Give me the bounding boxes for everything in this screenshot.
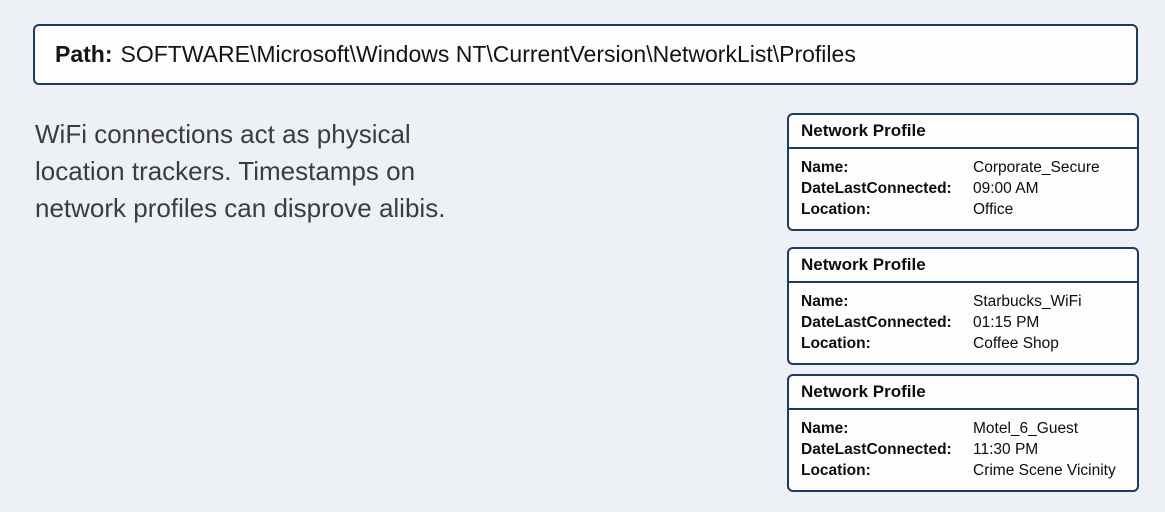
profile-row: DateLastConnected: 11:30 PM <box>801 439 1125 460</box>
card-title: Network Profile <box>789 249 1137 283</box>
field-value: Coffee Shop <box>973 335 1059 352</box>
profile-row: Name: Corporate_Secure <box>801 157 1125 178</box>
field-value: 09:00 AM <box>973 180 1039 197</box>
network-profile-card: Network Profile Name: Starbucks_WiFi Dat… <box>787 247 1139 365</box>
field-label: Name: <box>801 159 849 176</box>
registry-path-bar: Path: SOFTWARE\Microsoft\Windows NT\Curr… <box>33 24 1138 85</box>
field-label: Location: <box>801 335 871 352</box>
field-label: Name: <box>801 420 849 437</box>
field-label: DateLastConnected: <box>801 441 952 458</box>
field-value: 01:15 PM <box>973 314 1040 331</box>
field-label: Location: <box>801 201 871 218</box>
profile-row: Location: Office <box>801 199 1125 220</box>
field-value: Corporate_Secure <box>973 159 1100 176</box>
field-value: Motel_6_Guest <box>973 420 1079 437</box>
field-label: DateLastConnected: <box>801 314 952 331</box>
registry-path-value: SOFTWARE\Microsoft\Windows NT\CurrentVer… <box>120 41 856 67</box>
description-line: network profiles can disprove alibis. <box>35 193 446 223</box>
field-value: Crime Scene Vicinity <box>973 462 1116 479</box>
card-title: Network Profile <box>789 115 1137 149</box>
card-title: Network Profile <box>789 376 1137 410</box>
network-profile-card: Network Profile Name: Corporate_Secure D… <box>787 113 1139 231</box>
field-value: Office <box>973 201 1014 218</box>
profile-row: DateLastConnected: 01:15 PM <box>801 312 1125 333</box>
profile-row: Name: Starbucks_WiFi <box>801 291 1125 312</box>
card-body: Name: Starbucks_WiFi DateLastConnected: … <box>789 283 1137 363</box>
profile-row: Location: Coffee Shop <box>801 333 1125 354</box>
field-label: Name: <box>801 293 849 310</box>
profile-row: Location: Crime Scene Vicinity <box>801 460 1125 481</box>
card-body: Name: Motel_6_Guest DateLastConnected: 1… <box>789 410 1137 490</box>
description-text: WiFi connections act as physical locatio… <box>35 116 445 227</box>
path-label: Path: <box>55 41 113 67</box>
network-profile-card: Network Profile Name: Motel_6_Guest Date… <box>787 374 1139 492</box>
field-label: Location: <box>801 462 871 479</box>
profile-row: Name: Motel_6_Guest <box>801 418 1125 439</box>
description-line: location trackers. Timestamps on <box>35 156 416 186</box>
description-line: WiFi connections act as physical <box>35 119 411 149</box>
profile-row: DateLastConnected: 09:00 AM <box>801 178 1125 199</box>
field-value: 11:30 PM <box>973 441 1039 458</box>
card-body: Name: Corporate_Secure DateLastConnected… <box>789 149 1137 229</box>
field-value: Starbucks_WiFi <box>973 293 1082 310</box>
field-label: DateLastConnected: <box>801 180 952 197</box>
